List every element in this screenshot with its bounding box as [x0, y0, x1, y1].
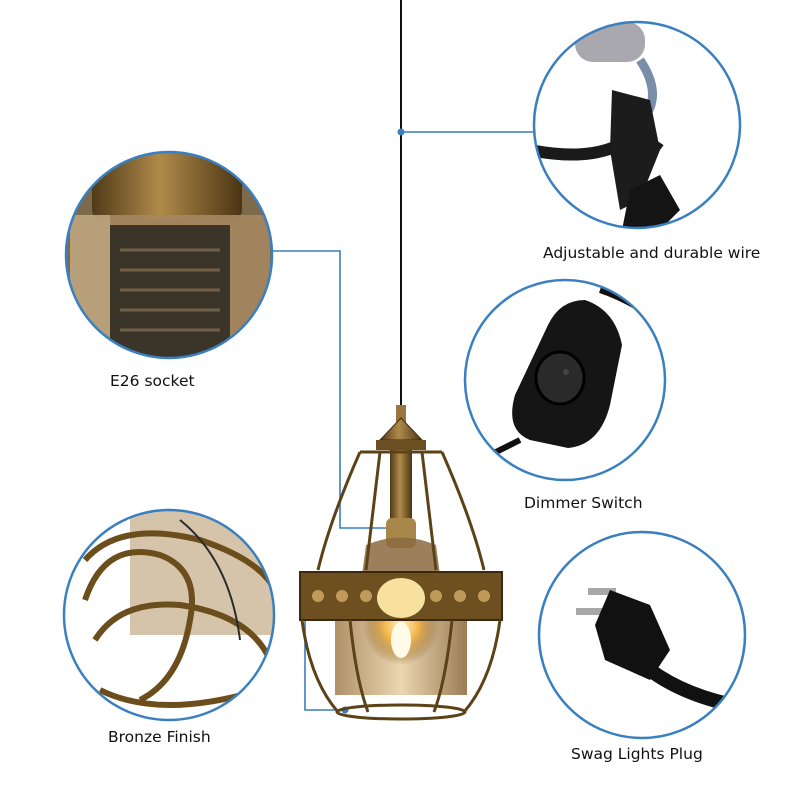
dimmer-caption: Dimmer Switch: [524, 494, 643, 512]
socket-detail-photo: [64, 150, 274, 360]
pendant-lamp: [299, 405, 503, 721]
dimmer-detail-photo: [463, 278, 667, 482]
bronze-caption: Bronze Finish: [108, 728, 211, 746]
bronze-detail-photo: [62, 508, 276, 722]
wire-caption: Adjustable and durable wire: [543, 244, 761, 262]
wire-detail-photo: [532, 20, 742, 230]
plug-detail-photo: [537, 530, 747, 740]
socket-caption: E26 socket: [110, 372, 195, 390]
plug-caption: Swag Lights Plug: [571, 745, 703, 763]
